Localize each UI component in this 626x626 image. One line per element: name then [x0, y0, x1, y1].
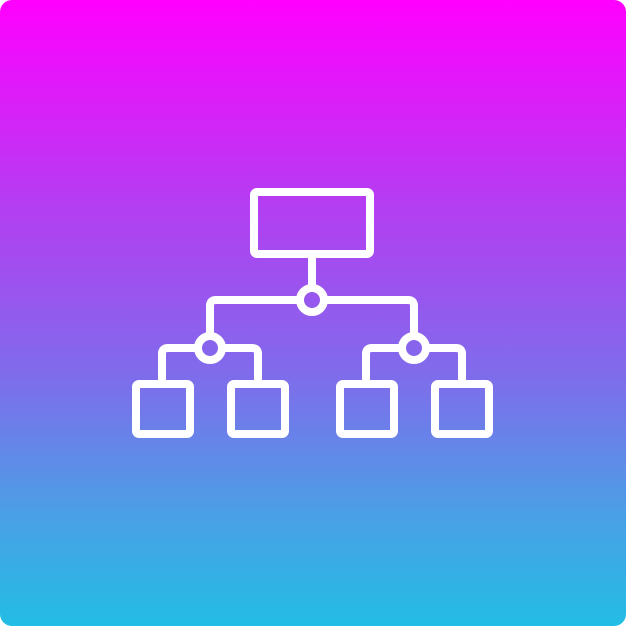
right-left-branch-line [362, 344, 406, 388]
left-left-branch-line [158, 344, 202, 388]
left-branch-line [206, 296, 304, 340]
leaf-node-box-4 [431, 380, 493, 438]
right-branch-line [320, 296, 418, 340]
leaf-node-box-2 [227, 380, 289, 438]
left-right-branch-line [218, 344, 262, 388]
leaf-node-box-1 [132, 380, 194, 438]
leaf-node-box-3 [336, 380, 398, 438]
right-right-branch-line [422, 344, 466, 388]
root-node-box [250, 188, 374, 258]
